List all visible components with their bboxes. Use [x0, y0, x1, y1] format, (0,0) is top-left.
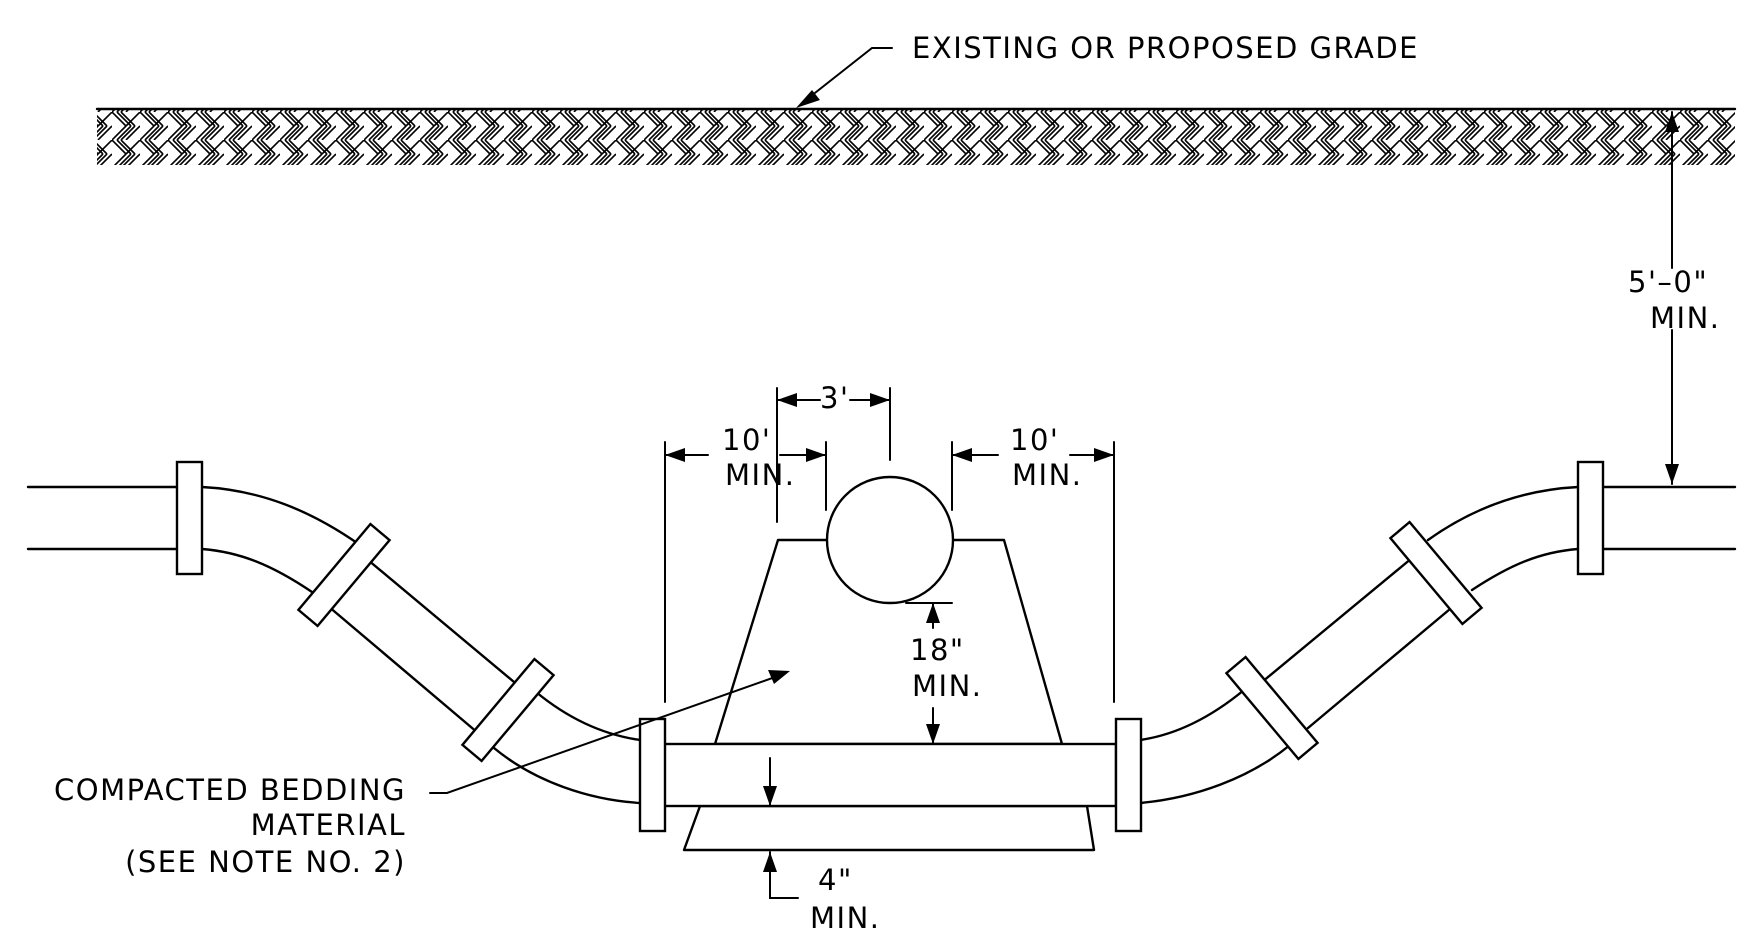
- flange-right-3: [1224, 655, 1320, 761]
- flange-left-4: [638, 717, 667, 833]
- flange-right-1: [1576, 460, 1605, 576]
- left-diagonal-pipe: [326, 558, 522, 735]
- depth-dimension: [1665, 111, 1679, 485]
- grade-leader: [796, 47, 893, 108]
- bedding-label-line3: (SEE NOTE NO. 2): [125, 845, 406, 879]
- dim-right-10ft-label: 10': [1010, 423, 1059, 457]
- grade-label: EXISTING OR PROPOSED GRADE: [912, 31, 1419, 65]
- depth-value-label: 5'–0": [1628, 265, 1708, 299]
- dim-left-10ft-label: 10': [722, 423, 771, 457]
- flange-right-2: [1388, 520, 1484, 626]
- dim-18in-label: 18": [910, 633, 965, 667]
- right-upper-pipe: [1600, 485, 1737, 551]
- dim-left-10ft: [664, 441, 827, 703]
- bedding-leader: [429, 670, 790, 794]
- dim-left-10ft-min-label: MIN.: [725, 458, 796, 492]
- right-upper-bend: [1426, 485, 1580, 592]
- right-lower-bend: [1138, 688, 1292, 805]
- dim-4in-label: 4": [818, 863, 853, 897]
- bedding-label-line2: MATERIAL: [251, 808, 406, 842]
- dim-4in-min-label: MIN.: [810, 901, 881, 935]
- dim-right-10ft: [951, 441, 1115, 703]
- dim-3ft-label: 3': [820, 381, 849, 415]
- dim-3ft: [776, 387, 891, 523]
- flange-left-2: [296, 522, 392, 628]
- depth-min-label: MIN.: [1650, 301, 1721, 335]
- bottom-bedding: [682, 804, 1096, 852]
- left-upper-pipe: [26, 485, 180, 551]
- pipe-flanges: [175, 460, 1605, 833]
- flange-right-4: [1114, 717, 1143, 833]
- lower-pipe-main: [662, 742, 1118, 808]
- flange-left-3: [460, 657, 556, 763]
- bedding-label-line1: COMPACTED BEDDING: [54, 773, 406, 807]
- right-diagonal-pipe: [1260, 556, 1458, 730]
- left-lower-bend: [492, 690, 642, 805]
- dim-18in-min-label: MIN.: [912, 669, 983, 703]
- crossing-pipe: [825, 475, 955, 605]
- dim-right-10ft-min-label: MIN.: [1012, 458, 1083, 492]
- ground-grade: [95, 107, 1737, 165]
- dim-18in: [905, 602, 953, 745]
- flange-left-1: [175, 460, 204, 576]
- dim-4in: [763, 757, 799, 899]
- left-upper-bend: [200, 485, 362, 594]
